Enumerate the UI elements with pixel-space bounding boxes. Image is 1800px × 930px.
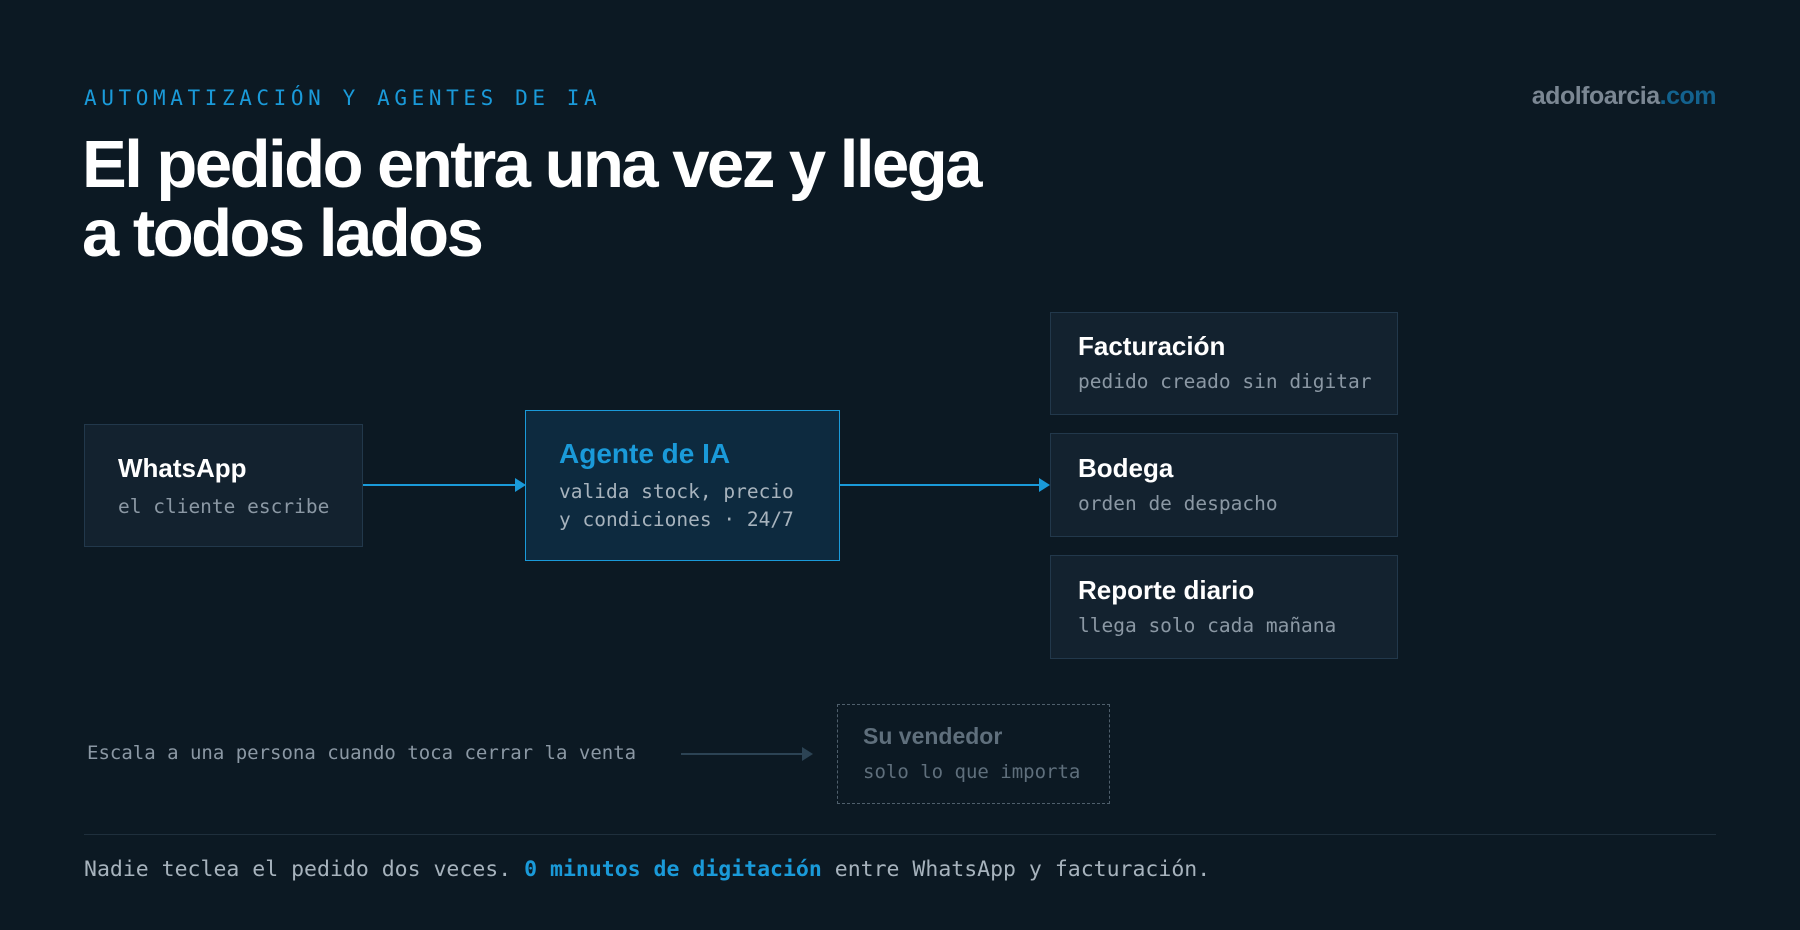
seller-subtitle: solo lo que importa <box>863 761 1081 783</box>
arrowhead-escalation <box>802 747 813 761</box>
agent-subtitle-line2: y condiciones · 24/7 <box>559 508 794 531</box>
arrowhead-agent <box>515 478 526 492</box>
brand-name: adolfoarcia <box>1531 82 1660 110</box>
output-node-bodega: Bodega orden de despacho <box>1050 433 1398 537</box>
whatsapp-subtitle: el cliente escribe <box>118 495 330 518</box>
output-title: Facturación <box>1078 331 1226 361</box>
eyebrow-label: AUTOMATIZACIÓN Y AGENTES DE IA <box>84 86 602 110</box>
output-title: Bodega <box>1078 453 1174 483</box>
whatsapp-title: WhatsApp <box>118 453 247 483</box>
escalation-label: Escala a una persona cuando toca cerrar … <box>87 742 637 764</box>
page-title: El pedido entra una vez y llega a todos … <box>82 127 983 271</box>
output-subtitle: pedido creado sin digitar <box>1078 370 1372 393</box>
seller-title: Su vendedor <box>863 723 1003 749</box>
footer-text-before: Nadie teclea el pedido dos veces. <box>84 857 525 882</box>
output-title: Reporte diario <box>1078 575 1255 605</box>
brand-logo[interactable]: adolfoarcia.com <box>1531 82 1717 111</box>
seller-node: Su vendedor solo lo que importa <box>837 704 1110 804</box>
agent-subtitle-line1: valida stock, precio <box>559 480 794 503</box>
output-subtitle: orden de despacho <box>1078 492 1278 515</box>
brand-tld: .com <box>1659 82 1717 110</box>
footer-note: Nadie teclea el pedido dos veces. 0 minu… <box>84 857 1210 882</box>
output-subtitle: llega solo cada mañana <box>1078 614 1337 637</box>
output-node-reporte: Reporte diario llega solo cada mañana <box>1050 555 1398 659</box>
whatsapp-node: WhatsApp el cliente escribe <box>84 424 363 547</box>
agent-title: Agente de IA <box>559 438 731 469</box>
arrowhead-outputs <box>1039 478 1050 492</box>
output-node-facturacion: Facturación pedido creado sin digitar <box>1050 312 1398 415</box>
footer-divider <box>84 834 1716 835</box>
footer-highlight: 0 minutos de digitación <box>524 857 822 882</box>
footer-text-after: entre WhatsApp y facturación. <box>821 857 1211 882</box>
ai-agent-node: Agente de IA valida stock, precio y cond… <box>525 410 840 561</box>
